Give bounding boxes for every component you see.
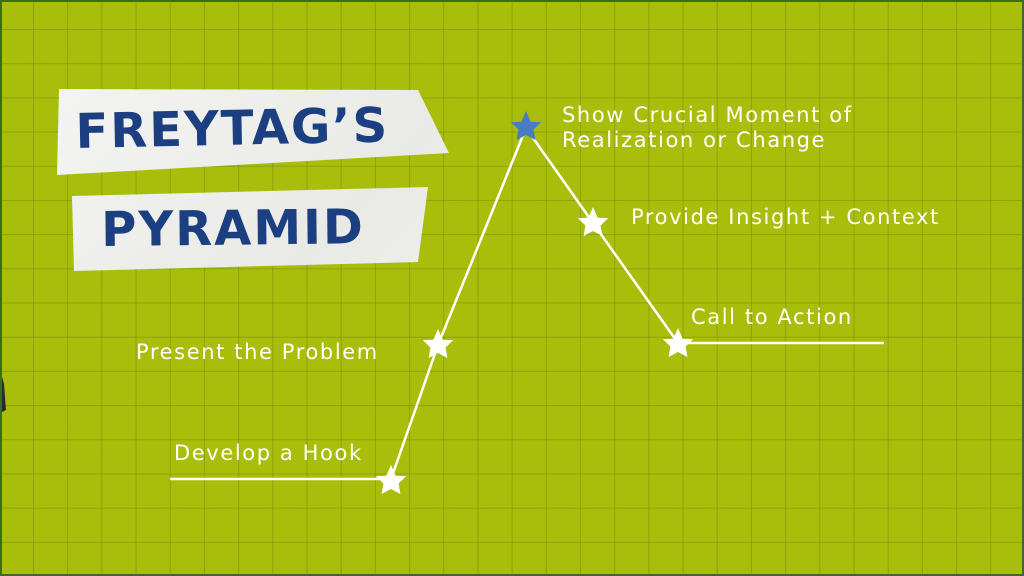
star-icon-problem bbox=[422, 329, 454, 358]
label-climax-line-1: Show Crucial Moment of bbox=[562, 103, 853, 127]
star-icon-hook bbox=[375, 465, 407, 494]
label-provide-insight: Provide Insight + Context bbox=[631, 205, 940, 229]
label-call-to-action: Call to Action bbox=[691, 305, 853, 329]
edge-shape bbox=[2, 377, 6, 412]
star-icon-insight bbox=[577, 207, 609, 236]
label-climax-line-2: Realization or Change bbox=[562, 128, 827, 152]
pyramid-line bbox=[170, 126, 884, 481]
label-present-problem: Present the Problem bbox=[136, 340, 379, 364]
star-icon-action bbox=[662, 328, 694, 357]
star-icon-climax bbox=[510, 111, 542, 140]
label-develop-hook: Develop a Hook bbox=[174, 441, 363, 465]
